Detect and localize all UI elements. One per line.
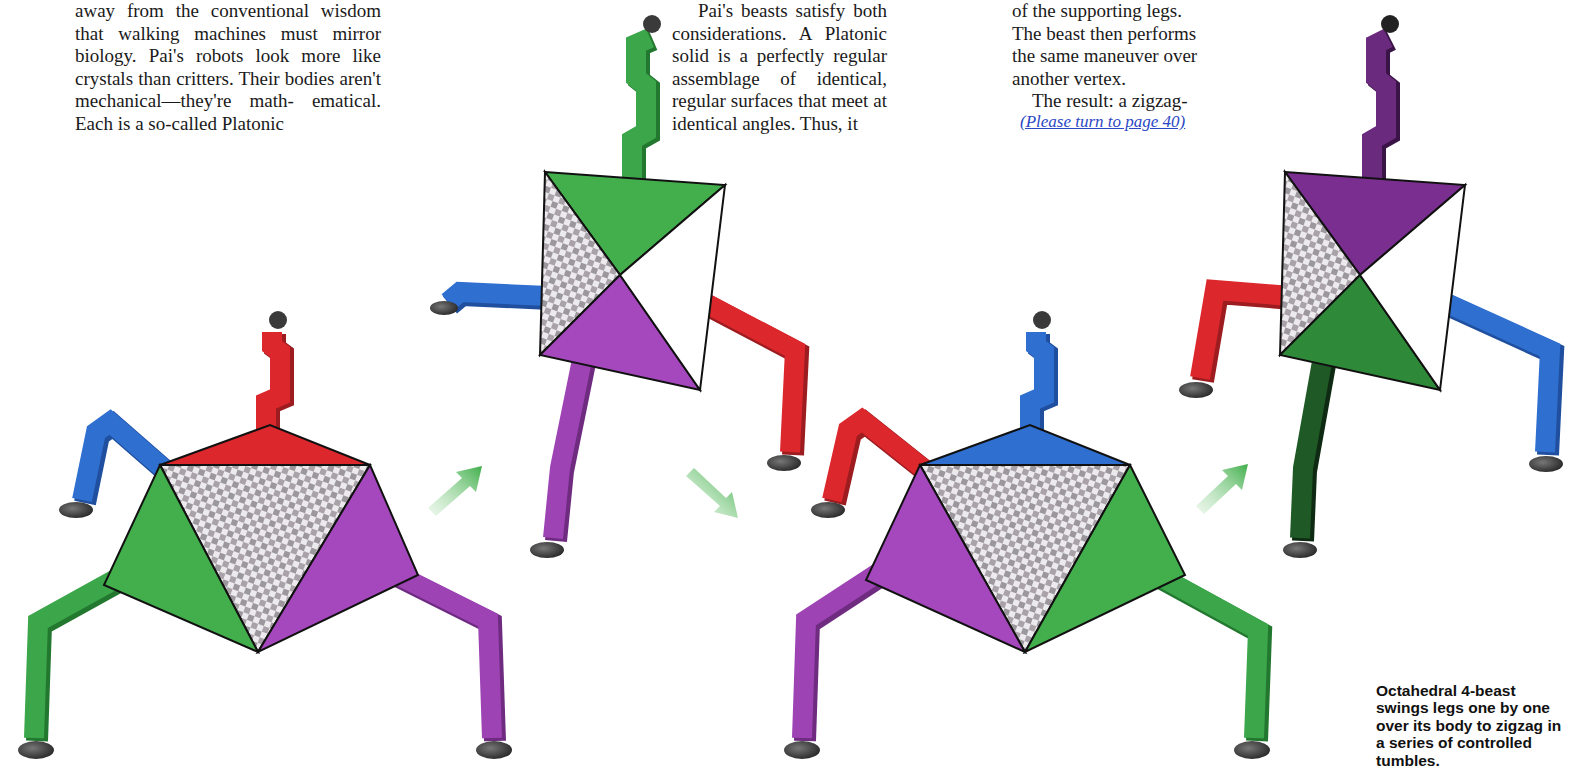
body-text-line: The result: a zigzag- [1012, 90, 1227, 113]
body-text-paragraph: The beast then performs the same maneuve… [1012, 23, 1224, 91]
robot-leg [448, 292, 548, 302]
robot-foot [784, 741, 820, 759]
robot-foot [530, 542, 564, 558]
robot-foot [1179, 382, 1213, 398]
octahedron-face [920, 425, 1130, 465]
robot-figure [18, 311, 512, 759]
robot-head-ball [269, 311, 287, 329]
robot-foot [811, 502, 845, 518]
robot-head-ball [1381, 15, 1399, 33]
robot-foot [59, 502, 93, 518]
robot-leg [632, 38, 650, 190]
robot-foot [1283, 542, 1317, 558]
octahedron-face [104, 465, 258, 652]
robot-leg [802, 565, 890, 738]
figure-caption: Octahedral 4-beast swings legs one by on… [1376, 682, 1568, 770]
robot-leg [553, 345, 585, 538]
robot-leg [1440, 300, 1550, 452]
octahedron-face [160, 425, 370, 465]
robot-head-ball [643, 15, 661, 33]
robot-foot [767, 455, 801, 471]
octahedron-face [620, 185, 725, 390]
robot-foot [1529, 456, 1563, 472]
sequence-arrow [686, 468, 738, 518]
octahedron-face [866, 465, 1025, 652]
sequence-arrow [1196, 464, 1248, 514]
octahedron-face [1025, 465, 1185, 652]
body-text-column: away from the conventional wisdom that w… [75, 0, 381, 135]
robot-foot [430, 301, 458, 315]
octahedron-face [258, 465, 418, 652]
robot-foot [476, 741, 512, 759]
sequence-arrow [428, 466, 482, 516]
body-text-line: of the supporting legs. [1012, 0, 1227, 23]
robot-leg [700, 300, 795, 452]
robot-figure [1179, 15, 1563, 558]
robot-foot [18, 741, 54, 759]
octahedron-face [1360, 185, 1465, 390]
continuation-link: (Please turn to page 40) [1020, 111, 1235, 134]
robot-leg [1200, 290, 1290, 378]
robot-leg [1372, 38, 1388, 190]
robot-head-ball [1033, 311, 1051, 329]
body-text-column: Pai's beasts satisfy both considerations… [672, 0, 887, 135]
robot-leg [1300, 345, 1325, 538]
sequence-arrows [428, 464, 1248, 518]
robot-foot [1234, 741, 1270, 759]
